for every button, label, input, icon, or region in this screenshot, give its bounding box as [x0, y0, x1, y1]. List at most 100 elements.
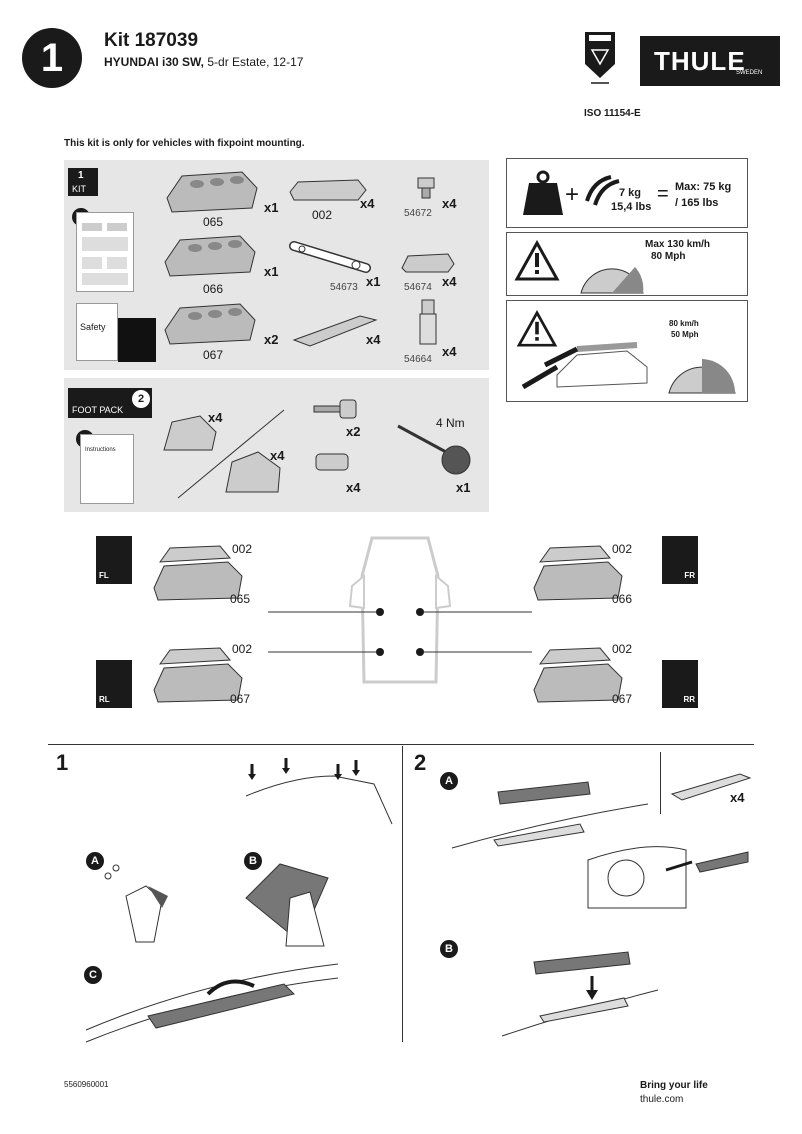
corner-fl: FL: [96, 536, 132, 584]
fixpoint-notice: This kit is only for vehicles with fixpo…: [64, 138, 305, 149]
corner-label: RR: [683, 695, 695, 704]
thule-logo-sub: SWEDEN: [736, 70, 763, 76]
lock-54664-icon: [419, 299, 437, 345]
step-2a-badge: A: [440, 772, 458, 790]
part-code: 066: [203, 282, 224, 296]
foot-code-rr: 067: [612, 692, 633, 706]
divider-line: [177, 409, 285, 499]
assembled-foot-fr-icon: [533, 545, 623, 601]
roof-bars-icon: [585, 175, 620, 206]
corner-rl: RL: [96, 660, 132, 708]
wipe-cloth-icon: [245, 863, 329, 947]
part-qty: x4: [208, 410, 223, 425]
part-code: 065: [203, 215, 224, 229]
part-qty: x4: [360, 196, 375, 211]
kit-badge-label: KIT: [72, 184, 87, 194]
part-qty: x1: [264, 264, 279, 279]
apply-pad-roof-icon: [85, 963, 339, 1043]
vehicle-line: HYUNDAI i30 SW, 5-dr Estate, 12-17: [104, 55, 303, 69]
foot-cover-icon: [225, 451, 281, 493]
max-load: Max: 75 kg: [675, 181, 732, 193]
weight-kg: 7 kg: [619, 187, 642, 199]
kit-instructions-doc: [76, 212, 134, 292]
load-panel: + 7 kg 15,4 lbs = Max: 75 kg / 165 lbs: [506, 158, 748, 228]
page-number-badge: 1: [22, 28, 82, 88]
instructions-label: Instructions: [85, 447, 116, 453]
pad-code-fl: 002: [232, 542, 253, 556]
pad-code-rl: 002: [232, 642, 253, 656]
assembled-foot-fl-icon: [153, 545, 243, 601]
clamp-54674-icon: [401, 253, 455, 273]
speedometer-icon: [668, 359, 736, 394]
overtaking-panel: 80 km/h 50 Mph: [506, 300, 748, 402]
kit-badge: 1 KIT: [68, 168, 98, 196]
vehicle-detail: 5-dr Estate, 12-17: [207, 55, 304, 69]
clean-spray-icon: [104, 864, 168, 943]
corner-label: FL: [99, 571, 109, 580]
foot-pack-label: FOOT PACK: [72, 405, 124, 415]
kit-badge-num: 1: [78, 170, 84, 181]
vehicle-model: HYUNDAI i30 SW,: [104, 55, 205, 69]
warning-icon: [514, 239, 560, 281]
part-qty: x1: [264, 200, 279, 215]
step-2-number: 2: [414, 750, 427, 775]
plus-sign: +: [565, 181, 580, 208]
corner-label: FR: [684, 571, 695, 580]
foot-code-fr: 066: [612, 592, 633, 606]
part-qty: x1: [456, 480, 471, 495]
part-code: 54664: [404, 354, 432, 365]
safety-label: Safety: [80, 322, 106, 332]
foot-unit-icon: [163, 415, 217, 451]
rubber-pad-small-icon: [670, 773, 752, 801]
part-qty: x2: [264, 332, 279, 347]
steps-divider-top: [48, 744, 754, 745]
speedometer-icon: [580, 267, 644, 294]
wrench-54673-icon: [289, 241, 371, 273]
equals-sign: =: [657, 183, 669, 205]
lock-cylinder-icon: [315, 453, 349, 471]
car-diagram-icon: [118, 318, 156, 362]
car-interior-icon: [587, 846, 749, 909]
corner-label: RL: [99, 695, 110, 704]
part-qty: x2: [346, 424, 361, 439]
torque-label: 4 Nm: [436, 416, 465, 430]
key-icon: [313, 399, 357, 419]
step-1-number: 1: [56, 750, 69, 775]
speed-panel: Max 130 km/h 80 Mph: [506, 232, 748, 296]
thule-logo: THULE SWEDEN: [640, 36, 780, 86]
part-qty: x4: [442, 196, 457, 211]
rubber-pad-icon: [292, 315, 378, 347]
website: thule.com: [640, 1094, 684, 1105]
part-qty: x4: [366, 332, 381, 347]
foot-code-rl: 067: [230, 692, 251, 706]
car-wind-icon: [521, 342, 648, 390]
tagline: Bring your life: [640, 1080, 708, 1091]
part-code: 002: [312, 208, 333, 222]
safety-doc: Safety: [76, 303, 118, 361]
foot-065-icon: [166, 171, 258, 213]
document-number: 5560960001: [64, 1080, 109, 1089]
step-1c-badge: C: [84, 966, 102, 984]
corner-rr: RR: [662, 660, 698, 708]
weight-lbs: 15,4 lbs: [611, 201, 652, 213]
step-1b-badge: B: [244, 852, 262, 870]
pad-code-rr: 002: [612, 642, 633, 656]
kit-title: Kit 187039: [104, 30, 199, 51]
pad-install-a-icon: [451, 781, 649, 849]
weight-icon: [523, 170, 563, 215]
step-2b-badge: B: [440, 940, 458, 958]
part-code: 54674: [404, 282, 432, 293]
speed-max: Max 130 km/h: [645, 239, 711, 250]
step-1a-badge: A: [86, 852, 104, 870]
part-qty: x4: [442, 344, 457, 359]
speed-limit-mph: 50 Mph: [671, 330, 699, 339]
speed-limit: 80 km/h: [669, 319, 699, 328]
foot-pack-num: 2: [132, 390, 150, 408]
corner-fr: FR: [662, 536, 698, 584]
assembled-foot-rr-icon: [533, 647, 623, 703]
speed-mph: 80 Mph: [651, 251, 686, 262]
part-code: 54673: [330, 282, 358, 293]
torque-tool-icon: [397, 424, 471, 475]
pad-002-icon: [289, 179, 367, 201]
pad-code-fr: 002: [612, 542, 633, 556]
